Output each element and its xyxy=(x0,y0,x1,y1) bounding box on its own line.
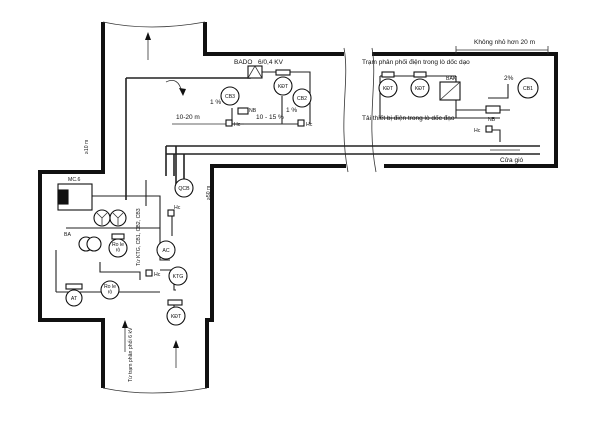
airflow-arrow-bottom-head xyxy=(122,320,128,328)
wall-shaft-right-upper xyxy=(203,22,344,56)
wire-right-low xyxy=(379,76,490,119)
shaft-top-curve xyxy=(102,21,206,28)
tram-phan-phoi-label: Trạm phân phối điện trong lò dốc dạo xyxy=(362,57,470,66)
dist-10-15-label: 10 - 15 % xyxy=(256,114,284,121)
mc6-label: MC.6 xyxy=(68,177,81,183)
at-connector xyxy=(65,283,83,290)
airflow-arrow-curve xyxy=(165,79,183,93)
ktg-label: KTG xyxy=(173,274,184,280)
ge50m-label: ≥50 m xyxy=(206,186,212,200)
fan-2-blades xyxy=(112,212,124,225)
bado-symbol xyxy=(247,65,263,79)
cb3-label: CB3 xyxy=(225,94,235,100)
break-mark-2 xyxy=(371,47,377,173)
cb3-circle xyxy=(220,86,240,106)
shaft-bottom-curve xyxy=(102,387,208,394)
bado-label: BADO xyxy=(234,59,252,66)
kdt-bottom-circle xyxy=(166,306,186,326)
kdt-r2-circle xyxy=(410,78,430,98)
cua-gio-label: Cửa gió xyxy=(500,156,524,164)
airflow-arrow-curve-head xyxy=(179,88,186,96)
nb-r-box xyxy=(485,105,501,114)
kdt-r2-connector xyxy=(413,71,427,78)
wire-cb1 xyxy=(488,84,509,99)
hc-mid-label: Hc xyxy=(174,205,181,211)
fan-1-blades xyxy=(96,212,108,225)
tai-thiet-bi-label: Tải thiết bị điện trong lò dốc đạo xyxy=(362,113,455,122)
wire-mc6 xyxy=(90,195,170,261)
nb-box xyxy=(237,107,249,115)
tu-ktg-label: Từ KTG, CB1, CB2, CB3 xyxy=(136,208,142,266)
nb-r-label: NB xyxy=(488,117,496,123)
kdt-r1-connector xyxy=(381,71,395,78)
ba-circle-2 xyxy=(86,236,102,252)
gallery-walls xyxy=(38,21,558,394)
dimension-line-20m xyxy=(455,46,549,54)
wall-gallery-top-right xyxy=(372,52,558,168)
hc3-switch xyxy=(145,269,153,277)
hc-label-2: Hc xyxy=(306,122,313,128)
cb1-circle xyxy=(517,77,539,99)
bado-transformer xyxy=(247,65,263,79)
kdt-r2-label: KĐT xyxy=(415,86,426,92)
nb-label: NB xyxy=(249,108,257,114)
hc-r-switch xyxy=(485,125,493,133)
at-label: AT xyxy=(71,296,78,302)
qcb-label: QCB xyxy=(178,186,190,192)
ac-circle xyxy=(156,240,176,260)
hc-label-1: Hc xyxy=(234,122,241,128)
kdt-r1-circle xyxy=(378,78,398,98)
ro-le-ro-1-connector xyxy=(111,233,125,240)
hc-mid-switch xyxy=(167,209,175,217)
wall-gallery-bottom xyxy=(205,164,346,388)
bado-box xyxy=(247,65,263,79)
bus-top-left xyxy=(126,72,251,79)
airflow-arrows xyxy=(122,32,186,368)
cb2-label: CB2 xyxy=(297,96,307,102)
ge10m-label: ≥10 m xyxy=(84,140,90,154)
kdt-bottom-connector xyxy=(167,299,183,306)
wire-rele-1 xyxy=(99,262,141,280)
wire-hc-r xyxy=(490,129,501,142)
ac-label: AC xyxy=(162,248,169,254)
pct-1-b-label: 1 % xyxy=(286,107,297,114)
kdt-connector-top xyxy=(275,69,291,76)
tu-tram-label: Từ trạm phân phối 6 kV xyxy=(128,327,134,382)
ro-le-ro-2-circle xyxy=(100,280,120,300)
airflow-arrow-bottom2-head xyxy=(173,340,179,348)
hc3-label: Hc xyxy=(154,272,161,278)
mc6-hatch xyxy=(57,189,69,205)
at-circle xyxy=(65,289,83,307)
cb1-label: CB1 xyxy=(523,86,533,92)
break-mark-1 xyxy=(343,47,349,173)
kdt-bottom-label: KĐT xyxy=(171,314,182,320)
kdt-r1-label: KĐT xyxy=(383,86,394,92)
hc-switch-1 xyxy=(225,119,233,127)
hc-r-label: Hc xyxy=(474,128,481,134)
airflow-arrow-top-head xyxy=(145,32,151,40)
ktg-circle xyxy=(168,266,188,286)
khong-nho-hon-label: Không nhỏ hơn 20 m xyxy=(474,38,535,46)
bak-label: BAK xyxy=(446,76,457,82)
bak-diagonal xyxy=(439,81,461,101)
dist-10-20-label: 10-20 m xyxy=(176,114,200,121)
pct-2-label: 2% xyxy=(504,75,514,82)
cb2-circle xyxy=(292,88,312,108)
voltage-label: 6/0,4 KV xyxy=(258,59,284,66)
qcb-circle xyxy=(174,178,194,198)
wall-shaft-left-upper xyxy=(38,22,105,388)
ba-label: BA xyxy=(64,232,71,238)
main-wiring xyxy=(55,71,540,312)
hc-switch-2 xyxy=(297,119,305,127)
pct-1-a-label: 1 % xyxy=(210,99,221,106)
kdt-circle xyxy=(273,76,293,96)
kdt-label: KĐT xyxy=(278,84,289,90)
